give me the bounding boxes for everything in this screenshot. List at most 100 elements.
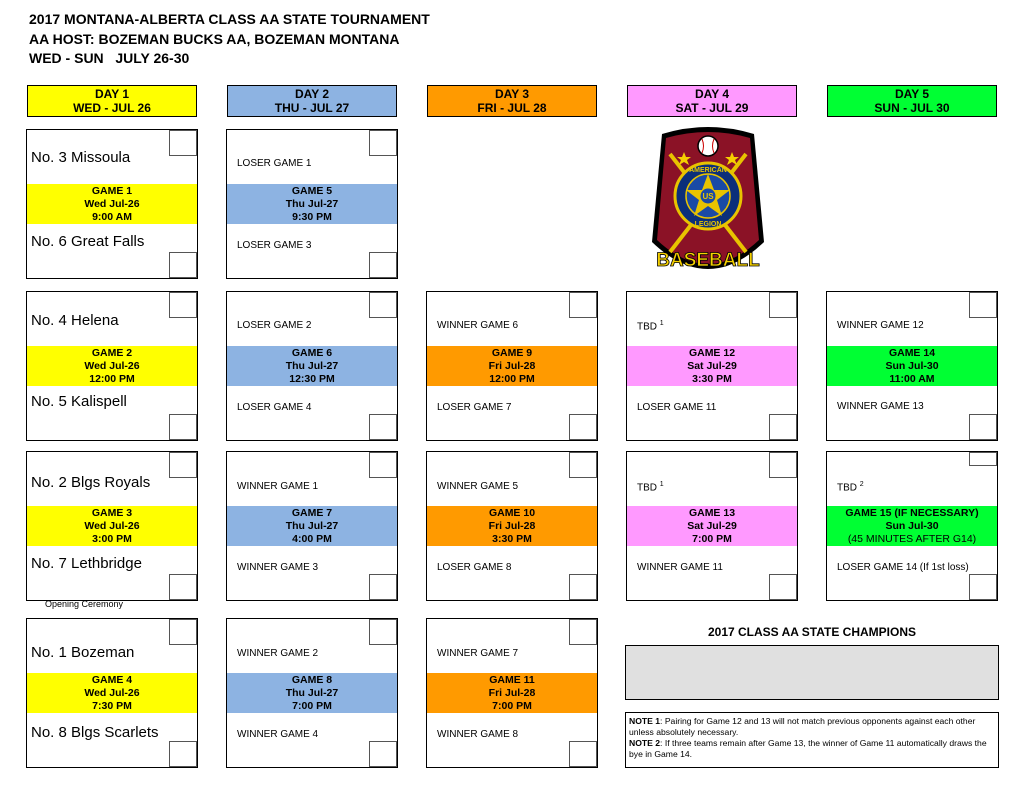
score-box[interactable]	[969, 574, 997, 600]
note-2: NOTE 2: If three teams remain after Game…	[629, 738, 987, 759]
slot-bottom: LOSER GAME 11	[637, 402, 717, 413]
score-box[interactable]	[369, 130, 397, 156]
team-top: No. 3 Missoula	[31, 149, 131, 166]
slot-bottom: WINNER GAME 3	[237, 562, 319, 573]
score-box[interactable]	[369, 252, 397, 278]
score-box[interactable]	[769, 414, 797, 440]
score-box[interactable]	[769, 292, 797, 318]
game-info: GAME 15 (IF NECESSARY)Sun Jul-30(45 MINU…	[827, 506, 997, 546]
slot-top: WINNER GAME 6	[437, 320, 519, 331]
score-box[interactable]	[369, 452, 397, 478]
score-box[interactable]	[369, 292, 397, 318]
score-box[interactable]	[169, 574, 197, 600]
slot-top: LOSER GAME 1	[237, 158, 312, 169]
slot-top: TBD 1	[637, 481, 664, 494]
emblem-top-text: AMERICAN	[689, 167, 727, 174]
opening-ceremony-note: Opening Ceremony	[45, 599, 124, 609]
title-line-2: AA HOST: BOZEMAN BUCKS AA, BOZEMAN MONTA…	[29, 31, 400, 47]
score-box[interactable]	[769, 452, 797, 478]
score-box[interactable]	[369, 414, 397, 440]
score-box[interactable]	[169, 252, 197, 278]
slot-top: TBD 2	[837, 481, 864, 494]
score-box[interactable]	[569, 452, 597, 478]
slot-top: WINNER GAME 1	[237, 481, 319, 492]
footnote-marker: 1	[659, 481, 664, 488]
team-bottom: No. 7 Lethbridge	[31, 555, 142, 572]
team-top: No. 2 Blgs Royals	[31, 474, 151, 491]
score-box[interactable]	[969, 414, 997, 440]
score-box[interactable]	[369, 741, 397, 767]
score-box[interactable]	[169, 292, 197, 318]
team-bottom: No. 6 Great Falls	[31, 233, 145, 250]
score-box[interactable]	[369, 574, 397, 600]
score-box[interactable]	[969, 452, 997, 466]
emblem-bottom-text: LEGION	[695, 221, 722, 228]
score-box[interactable]	[569, 741, 597, 767]
score-box[interactable]	[969, 292, 997, 318]
slot-bottom: LOSER GAME 8	[437, 562, 512, 573]
score-box[interactable]	[569, 619, 597, 645]
slot-bottom: LOSER GAME 7	[437, 402, 512, 413]
american-legion-baseball-logo: US AMERICAN LEGION BASEBALL	[652, 127, 764, 271]
score-box[interactable]	[169, 741, 197, 767]
team-top: No. 1 Bozeman	[31, 644, 135, 661]
slot-top: LOSER GAME 2	[237, 320, 312, 331]
note-1: NOTE 1: Pairing for Game 12 and 13 will …	[629, 716, 976, 737]
logo-banner-text: BASEBALL	[656, 250, 760, 271]
star-icon	[725, 152, 739, 165]
game-15-box: TBD 2 GAME 15 (IF NECESSARY)Sun Jul-30(4…	[826, 451, 998, 601]
score-box[interactable]	[569, 574, 597, 600]
title-line-1: 2017 MONTANA-ALBERTA CLASS AA STATE TOUR…	[29, 11, 430, 27]
score-box[interactable]	[369, 619, 397, 645]
star-icon	[677, 152, 691, 165]
score-box[interactable]	[569, 414, 597, 440]
slot-bottom: LOSER GAME 3	[237, 240, 312, 251]
slot-top: WINNER GAME 2	[237, 648, 319, 659]
footnote-marker: 2	[859, 481, 864, 488]
score-box[interactable]	[569, 292, 597, 318]
team-top: No. 4 Helena	[31, 312, 119, 329]
title-line-3: WED - SUN JULY 26-30	[29, 50, 190, 66]
footnote-marker: 1	[659, 320, 664, 327]
score-box[interactable]	[169, 414, 197, 440]
score-box[interactable]	[169, 130, 197, 156]
emblem-center-text: US	[702, 192, 714, 201]
slot-top: WINNER GAME 7	[437, 648, 519, 659]
slot-bottom: WINNER GAME 8	[437, 729, 519, 740]
champions-box[interactable]	[625, 645, 999, 700]
score-box[interactable]	[169, 619, 197, 645]
score-box[interactable]	[169, 452, 197, 478]
slot-bottom: LOSER GAME 14 (If 1st loss)	[837, 562, 969, 573]
slot-top: WINNER GAME 12	[837, 320, 924, 331]
slot-bottom: LOSER GAME 4	[237, 402, 312, 413]
slot-bottom: WINNER GAME 4	[237, 729, 319, 740]
team-bottom: No. 8 Blgs Scarlets	[31, 724, 159, 741]
score-box[interactable]	[769, 574, 797, 600]
